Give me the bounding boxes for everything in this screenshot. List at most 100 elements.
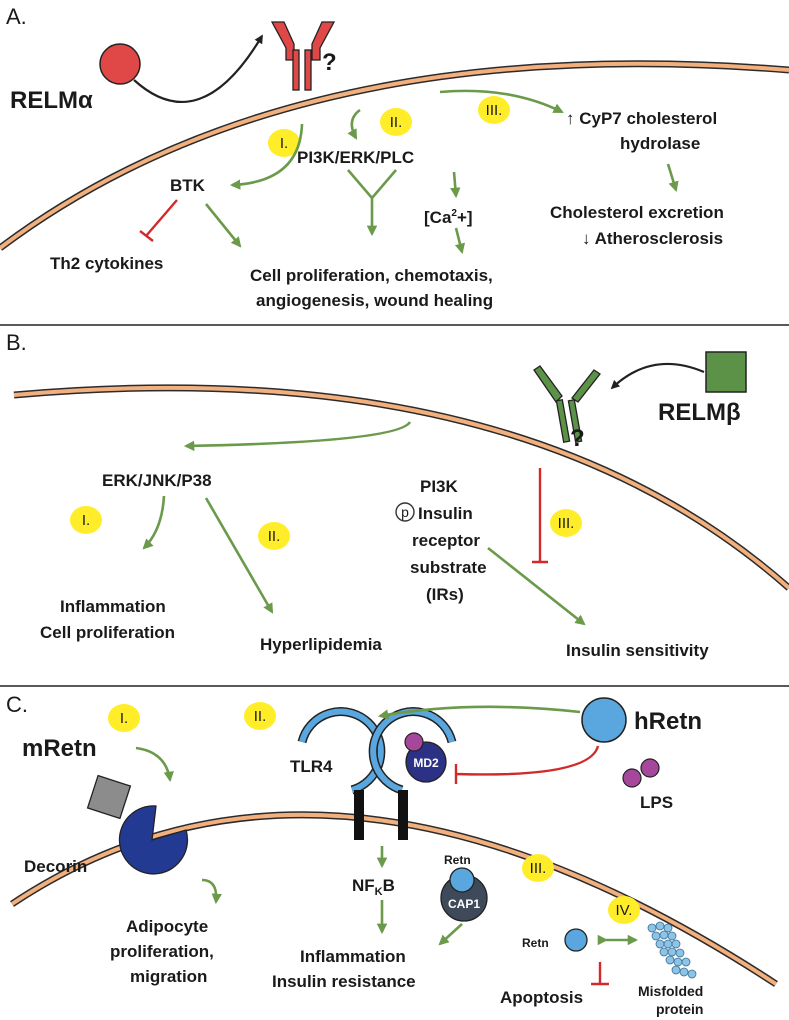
adipocyte-label-3: migration (130, 967, 207, 986)
panel-a-letter: A. (6, 4, 27, 29)
badge-c-1-text: I. (120, 710, 128, 727)
btk-label: BTK (170, 176, 206, 195)
insulin-resistance-label: Insulin resistance (272, 972, 416, 991)
retn-cap-ligand (449, 867, 475, 893)
md2-shape (405, 741, 447, 783)
misfolded-label-2: protein (656, 1001, 703, 1017)
cyp7-label-1: ↑ CyP7 cholesterol (566, 109, 717, 128)
insulin-sensitivity-label: Insulin sensitivity (566, 641, 709, 660)
irs-label: (IRs) (426, 585, 464, 604)
substrate-label: substrate (410, 558, 487, 577)
badge-b-3-text: III. (558, 515, 575, 532)
inflammation-b-label: Inflammation (60, 597, 166, 616)
receptor-a (270, 21, 336, 91)
panel-b-letter: B. (6, 330, 27, 355)
misfolded-protein-shape (647, 921, 697, 979)
badge-b-1 (70, 506, 102, 534)
arrow-mapk-to-hyperlipidemia (204, 497, 274, 614)
pi3k-label: PI3K (420, 477, 459, 496)
insulin-label: Insulin (418, 504, 473, 523)
cyp7-label-2: hydrolase (620, 134, 700, 153)
arrow-mapk-to-inflammation (142, 495, 166, 550)
adipocyte-label-1: Adipocyte (126, 917, 208, 936)
lps-bound (404, 732, 424, 752)
svg-text:p: p (401, 504, 409, 520)
arrow-cap1-to-inflammation (438, 923, 463, 946)
membrane-b (13, 384, 789, 591)
arrow-hretn-to-tlr4 (377, 705, 581, 720)
relm-alpha-binding-arrow (133, 34, 263, 104)
badge-c-4-text: IV. (616, 902, 633, 919)
phospho-symbol: p (395, 502, 415, 522)
panel-b: B. RELMβ ? I. II. III. ERK/J (6, 330, 789, 660)
membrane-a (0, 60, 789, 251)
badge-a-3-text: III. (486, 102, 503, 119)
misfolded-label-1: Misfolded (638, 983, 703, 999)
nfkb-label: NFKB (352, 876, 395, 898)
badge-a-3 (478, 96, 510, 124)
arrow-mretn-to-decorin (135, 746, 174, 783)
badge-b-2 (258, 522, 290, 550)
relm-beta-label: RELMβ (658, 399, 741, 426)
receptor-b (533, 365, 601, 443)
inhibit-hretn-md2 (454, 745, 600, 784)
adipocyte-label-2: proliferation, (110, 942, 214, 961)
receptor-a-question: ? (322, 49, 337, 76)
th2-cytokines-label: Th2 cytokines (50, 254, 163, 273)
badge-a-2-text: II. (390, 114, 403, 131)
cell-proliferation-b-label: Cell proliferation (40, 623, 175, 642)
arrow-irs-to-insulin-sensitivity (487, 546, 586, 626)
badge-a-1-text: I. (280, 135, 288, 152)
inflammation-c-label: Inflammation (300, 947, 406, 966)
receptor-label: receptor (412, 531, 480, 550)
badge-b-1-text: I. (82, 512, 90, 529)
badge-c-2-text: II. (254, 708, 267, 725)
panel-c: C. I. II. III. IV. mRetn Decorin Adipocy… (6, 692, 778, 1017)
arrow-pi3k-to-prolif (347, 169, 397, 234)
cell-proliferation-label-2: angiogenesis, wound healing (256, 291, 493, 310)
receptor-b-question: ? (570, 425, 585, 452)
erk-jnk-p38-label: ERK/JNK/P38 (102, 471, 212, 490)
inhibit-insulin-sensitivity (532, 468, 548, 564)
lps-label: LPS (640, 793, 673, 812)
relm-beta-binding-arrow (610, 362, 705, 390)
apoptosis-label: Apoptosis (500, 988, 583, 1007)
retn-iv-ligand (564, 928, 588, 952)
badge-b-2-text: II. (268, 528, 281, 545)
cell-proliferation-label-1: Cell proliferation, chemotaxis, (250, 266, 493, 285)
arrow-cyp7-to-excretion (666, 163, 679, 192)
arrow-a-to-cyp7 (439, 89, 564, 114)
retn-cap-label: Retn (444, 853, 471, 867)
badge-c-3 (522, 854, 554, 882)
cholesterol-excretion-label: Cholesterol excretion (550, 203, 724, 222)
arrow-calcium-to-prolif (454, 227, 466, 255)
calcium-label: [Ca2+] (424, 208, 473, 227)
relm-alpha-label: RELMα (10, 87, 93, 114)
badge-c-1 (108, 704, 140, 732)
panel-c-letter: C. (6, 692, 28, 717)
lps-particle-2 (640, 758, 660, 778)
badge-a-2 (380, 108, 412, 136)
hyperlipidemia-label: Hyperlipidemia (260, 635, 382, 654)
arrow-b-to-mapk (183, 421, 412, 452)
lps-particle-1 (622, 768, 642, 788)
mretn-label: mRetn (22, 735, 97, 762)
hretn-label: hRetn (634, 708, 702, 735)
panel-a: A. RELMα ? I. II. III. (0, 4, 789, 310)
decorin-shape (118, 805, 189, 875)
badge-c-3-text: III. (530, 860, 547, 877)
arrow-a-to-pi3k (347, 108, 361, 140)
badge-b-3 (550, 509, 582, 537)
retn-iv-label: Retn (522, 936, 549, 950)
arrow-btk-to-prolif (204, 203, 242, 248)
badge-a-1 (268, 129, 300, 157)
inhibit-btk-th2 (139, 199, 178, 242)
relm-alpha-ligand (99, 43, 141, 85)
arrow-to-adipocyte (201, 878, 222, 905)
inhibit-apoptosis (591, 962, 609, 986)
badge-c-4 (608, 896, 640, 924)
md2-label: MD2 (413, 756, 439, 770)
hretn-ligand (581, 697, 627, 743)
decorin-label: Decorin (24, 857, 87, 876)
